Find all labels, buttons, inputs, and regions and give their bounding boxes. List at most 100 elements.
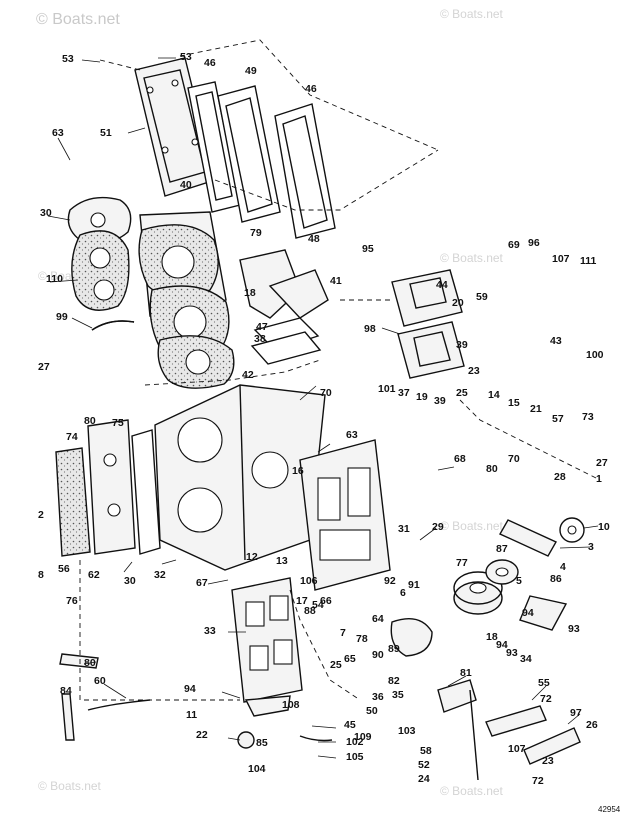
callout-18: 18 xyxy=(244,287,256,299)
callout-6: 6 xyxy=(400,587,406,599)
callout-109: 109 xyxy=(354,731,372,743)
watermark-top-right: © Boats.net xyxy=(440,7,504,21)
callout-69: 69 xyxy=(508,239,520,251)
callout-13: 13 xyxy=(276,555,288,567)
callout-11: 11 xyxy=(186,709,197,721)
callout-42: 42 xyxy=(242,369,254,381)
callout-18: 18 xyxy=(486,631,498,643)
callout-53: 53 xyxy=(180,51,192,63)
callout-111: 111 xyxy=(580,255,597,267)
callout-80: 80 xyxy=(84,415,96,427)
transfer-port-cover-28 xyxy=(87,419,136,555)
callout-63: 63 xyxy=(52,127,64,139)
callout-67: 67 xyxy=(196,577,208,589)
gasket-42 xyxy=(250,331,322,365)
callout-103: 103 xyxy=(398,725,416,737)
gear-86 xyxy=(485,559,519,585)
callout-35: 35 xyxy=(392,689,404,701)
callout-23: 23 xyxy=(542,755,554,767)
callout-64: 64 xyxy=(372,613,384,625)
callout-31: 31 xyxy=(398,523,410,535)
callout-57: 57 xyxy=(552,413,564,425)
link-22 xyxy=(485,705,547,737)
callout-22: 22 xyxy=(196,729,208,741)
callout-81: 81 xyxy=(460,667,472,679)
exhaust-plate-49 xyxy=(217,85,281,223)
callout-74: 74 xyxy=(66,431,78,443)
callout-38: 38 xyxy=(254,333,266,345)
callout-70: 70 xyxy=(508,453,520,465)
callout-46: 46 xyxy=(305,83,317,95)
callout-36: 36 xyxy=(372,691,384,703)
reed-block-lower xyxy=(397,321,465,379)
callout-85: 85 xyxy=(256,737,268,749)
callout-41: 41 xyxy=(330,275,342,287)
water-hose-38 xyxy=(91,320,135,331)
callout-101: 101 xyxy=(378,383,396,395)
throttle-cam-84 xyxy=(390,618,433,657)
callout-25: 25 xyxy=(456,387,468,399)
callout-68: 68 xyxy=(454,453,466,465)
callout-7: 7 xyxy=(340,627,346,639)
callout-78: 78 xyxy=(356,633,368,645)
callout-95: 95 xyxy=(362,243,374,255)
callout-99: 99 xyxy=(56,311,68,323)
watermark-bottom-right: © Boats.net xyxy=(440,784,504,798)
callout-44: 44 xyxy=(436,279,448,291)
callout-53: 53 xyxy=(62,53,74,65)
callout-5: 5 xyxy=(516,575,522,587)
link-52 xyxy=(523,727,581,765)
callout-94: 94 xyxy=(496,639,508,651)
callout-20: 20 xyxy=(452,297,464,309)
callout-19: 19 xyxy=(416,391,428,403)
side-gasket-27 xyxy=(131,429,161,555)
callout-86: 86 xyxy=(550,573,562,585)
callout-106: 106 xyxy=(300,575,318,587)
callout-100: 100 xyxy=(586,349,604,361)
callout-12: 12 xyxy=(246,551,258,563)
cylinder-head-cover-30 xyxy=(67,196,132,244)
callout-29: 29 xyxy=(432,521,444,533)
callout-34: 34 xyxy=(520,653,532,665)
throttle-link-45 xyxy=(437,679,479,781)
crankcase-block xyxy=(154,384,326,571)
callout-58: 58 xyxy=(420,745,432,757)
callout-17: 17 xyxy=(296,595,308,607)
callout-2: 2 xyxy=(38,509,44,521)
callout-14: 14 xyxy=(488,389,500,401)
callout-92: 92 xyxy=(384,575,396,587)
callout-80: 80 xyxy=(84,657,96,669)
callout-24: 24 xyxy=(418,773,430,785)
callout-62: 62 xyxy=(88,569,100,581)
callout-94: 94 xyxy=(184,683,196,695)
callout-105: 105 xyxy=(346,751,364,763)
callout-43: 43 xyxy=(550,335,562,347)
exhaust-gasket-2 xyxy=(274,103,336,239)
disc-13 xyxy=(559,517,585,543)
callout-33: 33 xyxy=(204,625,216,637)
callout-8: 8 xyxy=(38,569,44,581)
callout-88: 88 xyxy=(304,605,316,617)
callout-56: 56 xyxy=(58,563,70,575)
callout-51: 51 xyxy=(100,127,112,139)
callout-90: 90 xyxy=(372,649,384,661)
callout-15: 15 xyxy=(508,397,520,409)
callout-102: 102 xyxy=(346,736,364,748)
callout-39: 39 xyxy=(434,395,446,407)
watermark-top-left: © Boats.net xyxy=(36,11,120,28)
callout-108: 108 xyxy=(282,699,300,711)
callout-59: 59 xyxy=(476,291,488,303)
callout-47: 47 xyxy=(256,321,268,333)
callout-40: 40 xyxy=(180,179,192,191)
bracket-78 xyxy=(519,595,568,631)
callout-52: 52 xyxy=(418,759,430,771)
wire-35 xyxy=(87,699,151,711)
callout-21: 21 xyxy=(530,403,542,415)
callout-16: 16 xyxy=(292,465,304,477)
callout-96: 96 xyxy=(528,237,540,249)
spark-plug-34 xyxy=(59,653,99,669)
callout-63: 63 xyxy=(346,429,358,441)
callout-1: 1 xyxy=(596,473,602,485)
